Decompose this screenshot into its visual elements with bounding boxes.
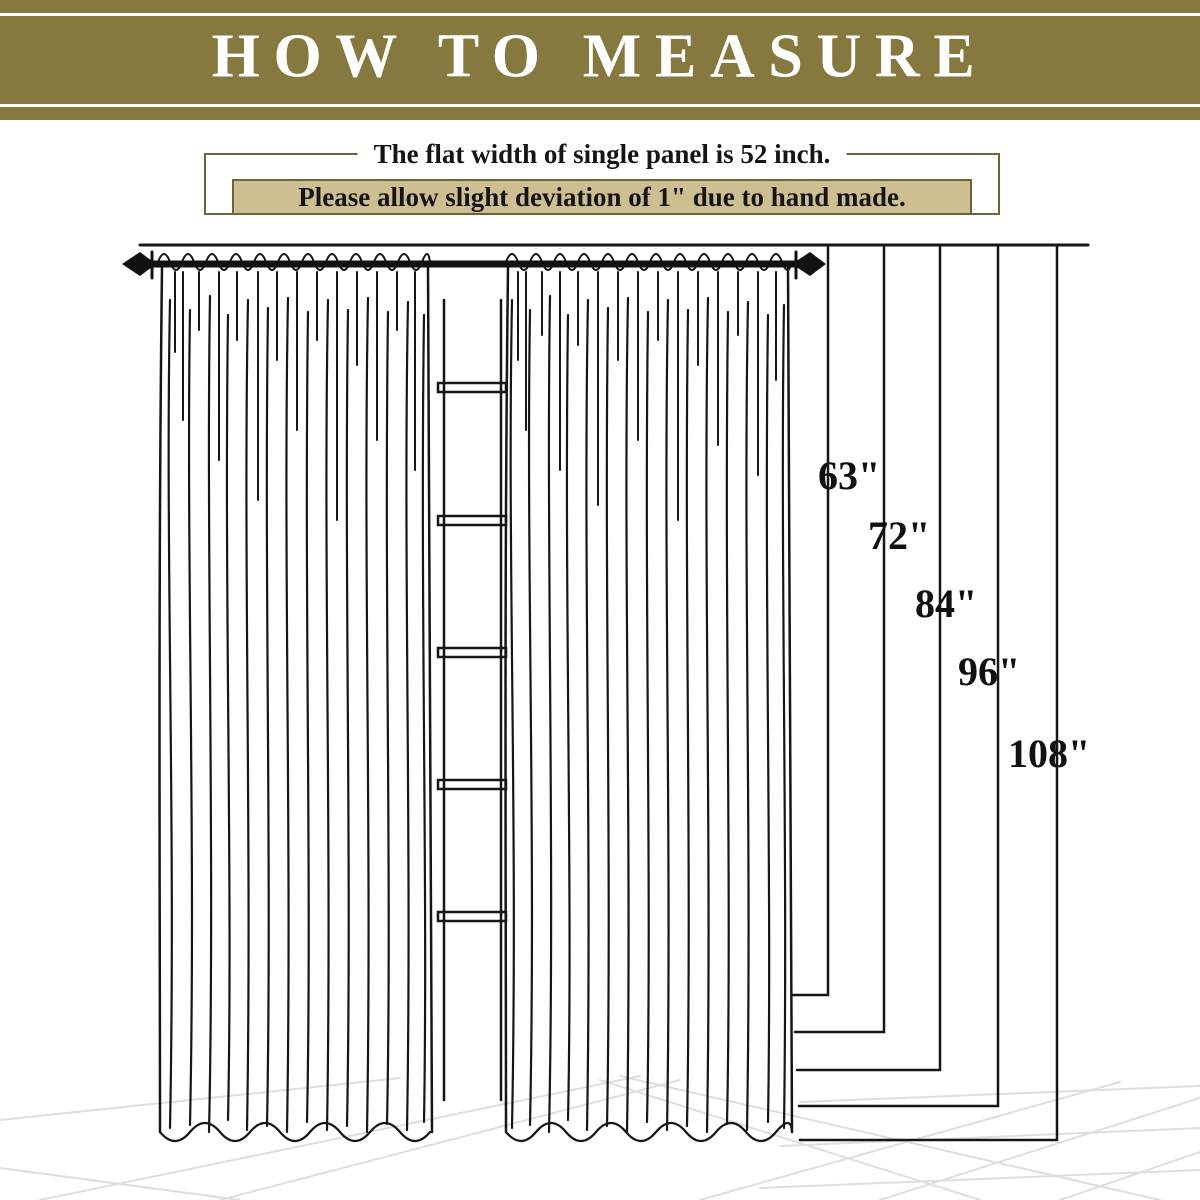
measurement-bracket-84 <box>795 243 942 1072</box>
length-label-72: 72" <box>868 513 931 558</box>
banner-top-rule <box>0 13 1200 16</box>
measurement-bracket-72 <box>793 243 886 1034</box>
length-label-108: 108" <box>1008 731 1091 776</box>
length-label-63: 63" <box>818 453 881 498</box>
right-curtain-panel <box>504 253 794 1143</box>
page-title: HOW TO MEASURE <box>211 22 989 91</box>
title-banner: HOW TO MEASURE <box>0 0 1200 120</box>
floor-grid <box>0 1075 1200 1200</box>
length-label-84: 84" <box>915 581 978 626</box>
measurement-bracket-63 <box>791 243 830 997</box>
banner-bottom-rule <box>0 104 1200 107</box>
measurement-note-box: The flat width of single panel is 52 inc… <box>204 139 1000 215</box>
window-frame <box>436 298 508 1102</box>
rod-finial-left <box>122 252 156 276</box>
rod-finial-right <box>792 252 826 276</box>
measurement-bracket-96 <box>797 243 1000 1108</box>
panel-width-note: The flat width of single panel is 52 inc… <box>357 139 847 170</box>
length-label-96: 96" <box>958 649 1021 694</box>
measurement-bracket-108 <box>798 243 1059 1142</box>
curtain-rod <box>122 250 826 280</box>
left-curtain-panel <box>157 253 434 1143</box>
deviation-note: Please allow slight deviation of 1" due … <box>232 179 972 215</box>
